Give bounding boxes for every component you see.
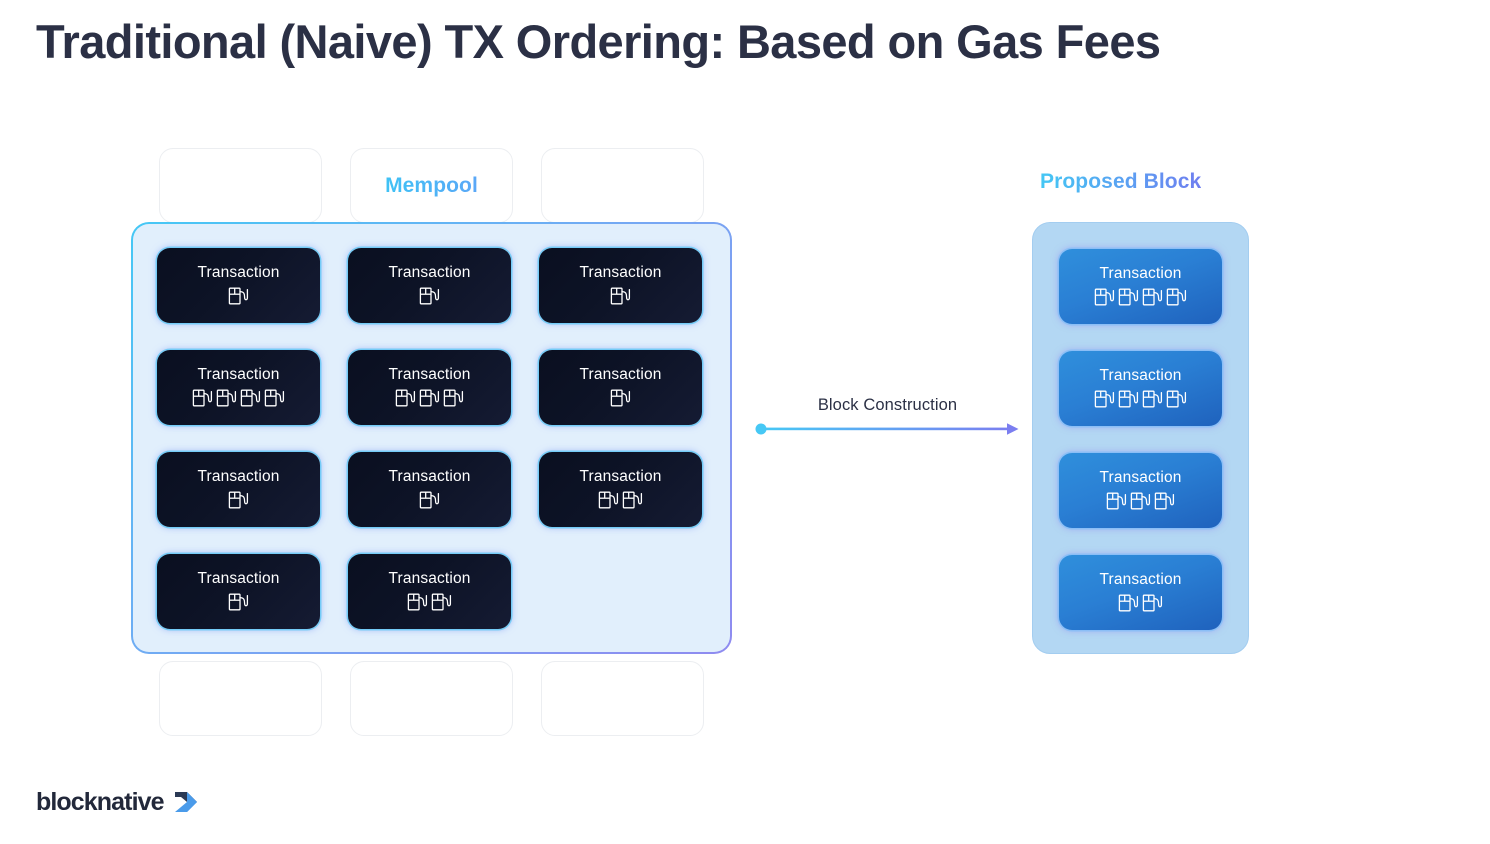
gas-fee-icons xyxy=(228,487,249,511)
gas-pump-icon xyxy=(419,389,440,407)
placeholder-card xyxy=(159,661,322,736)
gas-pump-icon xyxy=(1094,390,1115,408)
gas-pump-icon xyxy=(395,389,416,407)
transaction-card-label: Transaction xyxy=(579,467,662,485)
gas-fee-icons xyxy=(419,487,440,511)
gas-pump-icon xyxy=(1166,288,1187,306)
gas-pump-icon xyxy=(598,491,619,509)
gas-pump-icon xyxy=(192,389,213,407)
transaction-card[interactable]: Transaction xyxy=(348,248,511,323)
gas-pump-icon xyxy=(419,491,440,509)
gas-pump-icon xyxy=(407,593,428,611)
gas-pump-icon xyxy=(216,389,237,407)
arrow-icon xyxy=(755,423,1019,435)
transaction-card-label: Transaction xyxy=(579,365,662,383)
mempool-label-card: Mempool xyxy=(350,148,513,223)
transaction-card[interactable]: Transaction xyxy=(348,554,511,629)
transaction-card-label: Transaction xyxy=(197,467,280,485)
gas-pump-icon xyxy=(443,389,464,407)
gas-pump-icon xyxy=(1118,390,1139,408)
transaction-card-label: Transaction xyxy=(1099,264,1182,282)
gas-pump-icon xyxy=(1154,492,1175,510)
gas-pump-icon xyxy=(240,389,261,407)
transaction-card[interactable]: Transaction xyxy=(1059,555,1222,630)
gas-pump-icon xyxy=(610,389,631,407)
gas-pump-icon xyxy=(1106,492,1127,510)
gas-pump-icon xyxy=(228,593,249,611)
transaction-card[interactable]: Transaction xyxy=(1059,453,1222,528)
gas-pump-icon xyxy=(264,389,285,407)
transaction-card-label: Transaction xyxy=(197,365,280,383)
transaction-card[interactable]: Transaction xyxy=(1059,351,1222,426)
gas-fee-icons xyxy=(192,385,285,409)
page-title: Traditional (Naive) TX Ordering: Based o… xyxy=(36,15,1161,68)
gas-pump-icon xyxy=(1166,390,1187,408)
gas-fee-icons xyxy=(598,487,643,511)
gas-pump-icon xyxy=(622,491,643,509)
transaction-card[interactable]: Transaction xyxy=(157,452,320,527)
gas-pump-icon xyxy=(228,491,249,509)
gas-fee-icons xyxy=(1094,284,1187,308)
gas-fee-icons xyxy=(1106,488,1175,512)
placeholder-card xyxy=(541,148,704,223)
gas-pump-icon xyxy=(419,287,440,305)
gas-pump-icon xyxy=(1142,594,1163,612)
transaction-card-label: Transaction xyxy=(197,263,280,281)
blocknative-logo: blocknative xyxy=(36,789,201,815)
placeholder-card xyxy=(541,661,704,736)
transaction-card[interactable]: Transaction xyxy=(539,452,702,527)
gas-pump-icon xyxy=(1130,492,1151,510)
mempool-placeholders-bottom xyxy=(159,661,704,736)
placeholder-card xyxy=(159,148,322,223)
transaction-card[interactable]: Transaction xyxy=(157,554,320,629)
transaction-card[interactable]: Transaction xyxy=(157,248,320,323)
block-construction-arrow: Block Construction xyxy=(755,396,1020,446)
transaction-card-label: Transaction xyxy=(388,365,471,383)
transaction-card[interactable]: Transaction xyxy=(1059,249,1222,324)
transaction-card-label: Transaction xyxy=(388,467,471,485)
block-construction-label: Block Construction xyxy=(817,396,958,414)
transaction-card-label: Transaction xyxy=(388,263,471,281)
transaction-card[interactable]: Transaction xyxy=(348,350,511,425)
transaction-card-label: Transaction xyxy=(1099,468,1182,486)
gas-fee-icons xyxy=(610,283,631,307)
gas-fee-icons xyxy=(419,283,440,307)
mempool-placeholders-top: Mempool xyxy=(159,148,704,223)
transaction-card-label: Transaction xyxy=(579,263,662,281)
gas-fee-icons xyxy=(228,589,249,613)
gas-pump-icon xyxy=(1142,288,1163,306)
gas-pump-icon xyxy=(1142,390,1163,408)
gas-pump-icon xyxy=(610,287,631,305)
transaction-card-label: Transaction xyxy=(1099,366,1182,384)
gas-pump-icon xyxy=(228,287,249,305)
gas-fee-icons xyxy=(1118,590,1163,614)
transaction-card-label: Transaction xyxy=(388,569,471,587)
transaction-card-label: Transaction xyxy=(197,569,280,587)
placeholder-card xyxy=(350,661,513,736)
gas-pump-icon xyxy=(1118,594,1139,612)
gas-fee-icons xyxy=(395,385,464,409)
transaction-card[interactable]: Transaction xyxy=(539,248,702,323)
transaction-card[interactable]: Transaction xyxy=(157,350,320,425)
mempool-label: Mempool xyxy=(385,173,478,197)
transaction-card[interactable]: Transaction xyxy=(348,452,511,527)
logo-wordmark: blocknative xyxy=(36,787,165,816)
gas-fee-icons xyxy=(228,283,249,307)
gas-pump-icon xyxy=(1094,288,1115,306)
gas-fee-icons xyxy=(1094,386,1187,410)
proposed-block-label: Proposed Block xyxy=(1040,170,1202,193)
transaction-card-label: Transaction xyxy=(1099,570,1182,588)
gas-pump-icon xyxy=(431,593,452,611)
blocknative-chevron-icon xyxy=(174,792,197,812)
gas-pump-icon xyxy=(1118,288,1139,306)
gas-fee-icons xyxy=(610,385,631,409)
transaction-card[interactable]: Transaction xyxy=(539,350,702,425)
gas-fee-icons xyxy=(407,589,452,613)
